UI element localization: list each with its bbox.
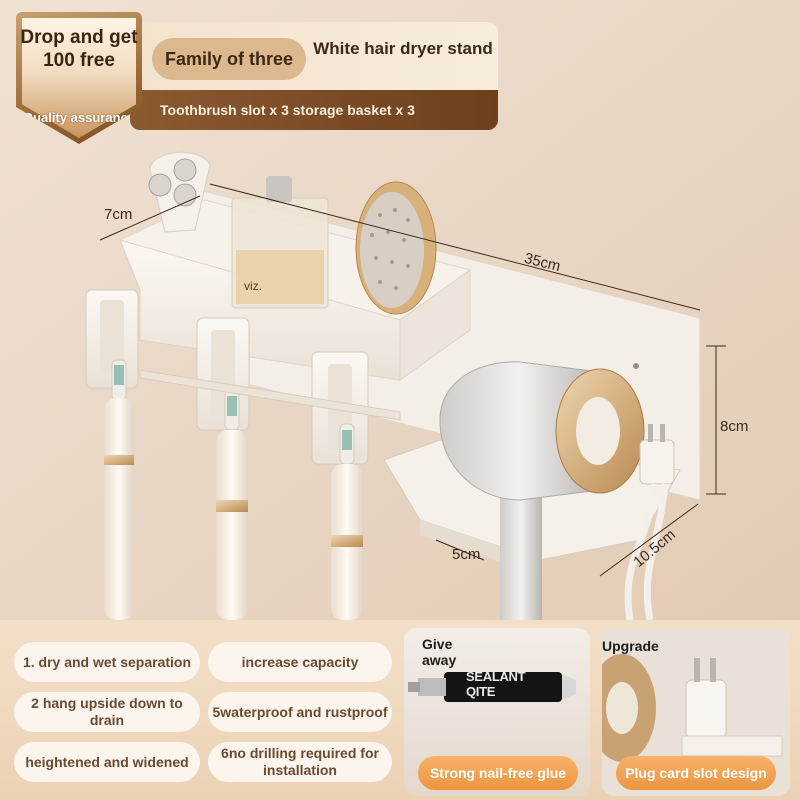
upgrade-pill: Plug card slot design [616, 756, 776, 790]
bottle-label: viz. [244, 279, 262, 293]
upgrade-card: Upgrade Plug card slot design [602, 628, 790, 796]
giveaway-pill: Strong nail-free glue [418, 756, 578, 790]
family-pill: Family of three [152, 38, 306, 80]
top-banner: Toothbrush slot x 3 storage basket x 3 F… [0, 0, 800, 144]
feature-heightened: heightened and widened [14, 742, 200, 782]
contents-bar: Toothbrush slot x 3 storage basket x 3 [130, 90, 498, 130]
family-label: Family of three [164, 48, 294, 69]
feature-waterproof: 5waterproof and rustproof [208, 692, 392, 732]
upgrade-label: Upgrade [602, 638, 659, 654]
dimension-height-label: 8cm [720, 418, 749, 435]
feature-increase-capacity: increase capacity [208, 642, 392, 682]
glue-tube-text: SEALANT QITE [466, 669, 526, 699]
dimension-depth-label: 7cm [104, 206, 133, 223]
feature-dry-wet-separation: 1. dry and wet separation [14, 642, 200, 682]
feature-no-drilling: 6no drilling required for installation [208, 742, 392, 782]
feature-hang-upside-down: 2 hang upside down to drain [14, 692, 200, 732]
badge-subtitle: Quality assurance [23, 110, 135, 125]
dimension-dryer-width-label: 5cm [452, 546, 481, 563]
badge-title: Drop and get 100 free [20, 27, 138, 71]
glue-tube-image [408, 672, 576, 702]
giveaway-label: Give away [422, 636, 457, 668]
promo-badge: Drop and get 100 free Quality assurance [16, 12, 142, 144]
contents-label: Toothbrush slot x 3 storage basket x 3 [160, 102, 415, 118]
dryer-stand-label: White hair dryer stand [313, 39, 493, 58]
giveaway-card: SEALANT QITE Give away Strong nail-free … [404, 628, 590, 796]
